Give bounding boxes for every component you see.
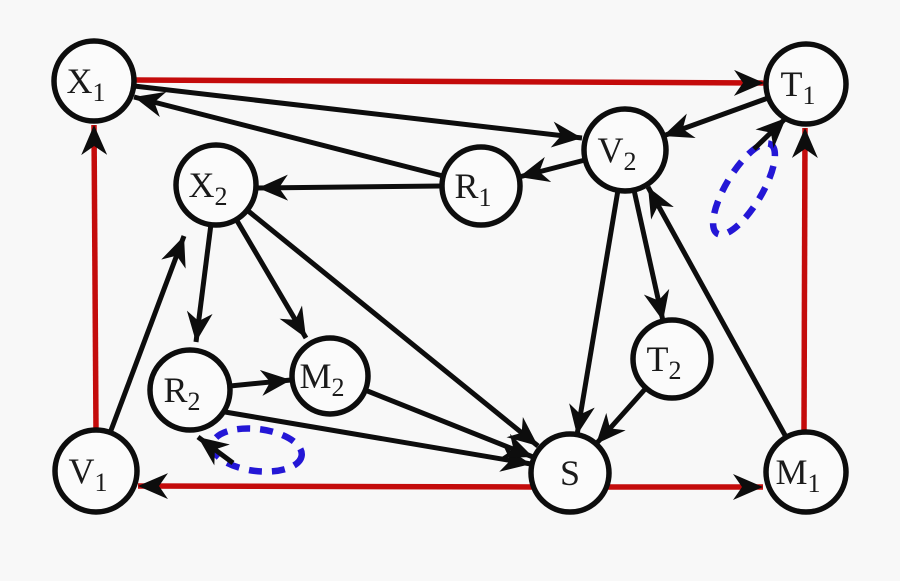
node-label-R1: R1 xyxy=(454,166,491,212)
edge-V2-to-R1 xyxy=(518,156,586,183)
node-R2: R2 xyxy=(147,347,233,433)
node-circle-T1 xyxy=(763,41,849,127)
edge-R2-to-S xyxy=(224,409,532,472)
node-circle-M2 xyxy=(289,335,371,417)
edge-V2-to-T2 xyxy=(631,189,670,322)
node-label-X2: X2 xyxy=(189,165,228,211)
node-R1: R1 xyxy=(439,144,523,228)
node-label-V2: V2 xyxy=(598,130,637,176)
node-V2: V2 xyxy=(581,106,669,194)
node-label-M1: M1 xyxy=(775,452,820,498)
node-M2: M2 xyxy=(289,335,371,417)
node-circle-V1 xyxy=(52,427,140,515)
node-circle-M1 xyxy=(763,429,849,515)
edge-R2-to-M2 xyxy=(229,369,292,396)
node-label-M2: M2 xyxy=(299,356,344,402)
node-circle-R2 xyxy=(147,347,233,433)
edge-V1-to-X1 xyxy=(81,124,108,431)
node-circle-V2 xyxy=(581,106,669,194)
node-label-T1: T1 xyxy=(781,64,816,110)
node-T2: T2 xyxy=(630,317,714,401)
edge-M1-to-T1 xyxy=(791,127,818,432)
node-X1: X1 xyxy=(51,38,137,124)
edge-R1-to-X1 xyxy=(133,91,444,179)
node-label-V1: V1 xyxy=(69,451,108,497)
node-label-X1: X1 xyxy=(67,61,106,107)
edge-T2-to-S xyxy=(594,386,648,446)
node-T1: T1 xyxy=(763,41,849,127)
node-S: S xyxy=(528,431,612,515)
edge-X1-to-V2 xyxy=(133,83,583,148)
edge-X1-to-T1 xyxy=(133,69,765,96)
node-circle-X1 xyxy=(51,38,137,124)
edge-R1-to-X2 xyxy=(257,174,443,201)
latent-arrow-into-T1 xyxy=(752,116,788,151)
edge-M2-to-S xyxy=(364,387,534,460)
edge-layer xyxy=(81,69,818,500)
node-V1: V1 xyxy=(52,427,140,515)
node-circle-R1 xyxy=(439,144,523,228)
edge-T1-to-V2 xyxy=(662,95,769,139)
node-X2: X2 xyxy=(173,142,259,228)
node-label-S: S xyxy=(560,453,580,493)
node-circle-X2 xyxy=(173,142,259,228)
node-label-R2: R2 xyxy=(163,370,200,416)
node-label-T2: T2 xyxy=(647,339,682,385)
edge-V1-to-X2 xyxy=(107,235,187,434)
selection-layer xyxy=(196,116,788,475)
edge-X2-to-R2 xyxy=(186,223,214,343)
latent-arrow-into-R2 xyxy=(196,434,235,466)
node-circle-T2 xyxy=(630,317,714,401)
edge-V2-to-S xyxy=(569,189,621,436)
selection-ellipse-R2 xyxy=(209,425,305,475)
edge-S-to-V1 xyxy=(137,473,535,500)
edge-X2-to-M2 xyxy=(233,217,309,340)
node-M1: M1 xyxy=(763,429,849,515)
edge-X2-to-S xyxy=(245,208,540,448)
node-circle-S xyxy=(528,431,612,515)
edge-M1-to-V2 xyxy=(645,185,789,439)
